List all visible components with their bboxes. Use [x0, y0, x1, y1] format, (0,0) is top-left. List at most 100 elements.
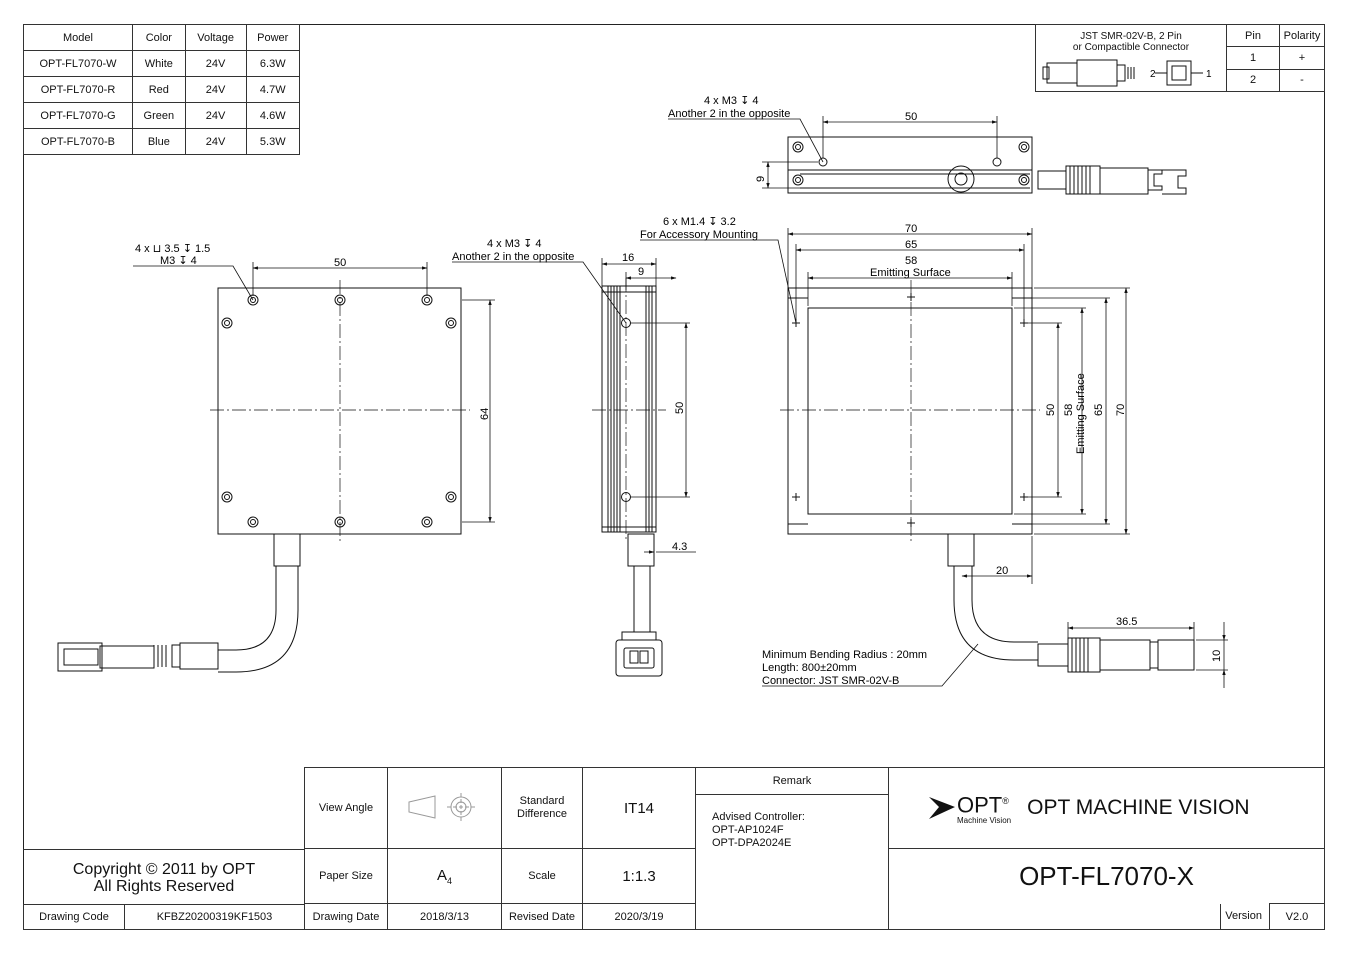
connector-title-cell: JST SMR-02V-B, 2 Pin or Compactible Conn…: [1035, 24, 1227, 92]
note-side-holes-line2: Another 2 in the opposite: [452, 251, 574, 263]
connector-icon: 2 1: [1042, 59, 1212, 87]
back-view: [57, 280, 470, 673]
scale-value: 1:1.3: [582, 848, 696, 905]
note-accessory-line2: For Accessory Mounting: [640, 229, 758, 241]
copyright-block: Copyright © 2011 by OPT All Rights Reser…: [23, 849, 305, 905]
spec-table: Model Color Voltage Power OPT-FL7070-W W…: [23, 24, 300, 155]
revised-date-label: Revised Date: [501, 903, 583, 930]
version-value: V2.0: [1269, 903, 1325, 930]
remark-cell: Remark Advised Controller: OPT-AP1024F O…: [695, 767, 889, 930]
logo-subtext: Machine Vision: [957, 815, 1012, 825]
connector-pin1-label: 1: [1206, 69, 1212, 80]
version-label: Version: [1220, 903, 1266, 929]
dim-front-v65: 65: [1093, 404, 1105, 416]
dim-front-20: 20: [996, 565, 1008, 577]
front-view-accessory-holes: [792, 293, 1028, 527]
view-angle-label: View Angle: [304, 766, 388, 850]
side-view: [592, 278, 666, 677]
version-spacer: Version: [888, 903, 1270, 930]
opt-logo-icon: [929, 797, 955, 820]
note-back-holes-line1: 4 x ⊔ 3.5 ↧ 1.5: [135, 243, 210, 255]
drawing-date-value: 2018/3/13: [387, 903, 502, 930]
drawing-frame: [23, 24, 1325, 930]
remark-line2: OPT-AP1024F: [712, 824, 784, 836]
cell: Blue: [132, 128, 186, 155]
drawing-code-table: Drawing Code KFBZ20200319KF1503: [23, 904, 305, 930]
paper-size-value-cell: A4: [387, 848, 502, 905]
dim-front-v50: 50: [1045, 404, 1057, 416]
label-emitting-surface: Emitting Surface: [870, 267, 951, 279]
note-top-holes-line2: Another 2 in the opposite: [668, 108, 790, 120]
dim-front-65: 65: [905, 239, 917, 251]
pin-2-polarity: -: [1279, 68, 1325, 93]
dim-back-width: 50: [334, 257, 346, 269]
header-voltage: Voltage: [184, 24, 247, 51]
dim-front-70: 70: [905, 223, 917, 235]
cell: OPT-FL7070-G: [23, 102, 133, 129]
note-length: Length: 800±20mm: [762, 662, 857, 674]
label-emitting-surface-vertical: Emitting Surface: [1075, 373, 1087, 454]
logo-registered: ®: [1002, 796, 1009, 807]
dim-side-50: 50: [674, 402, 686, 414]
dim-top-9: 9: [755, 176, 767, 182]
technical-drawing: 50 64 4 x ⊔ 3.5 ↧ 1.5 M3 ↧ 4 16 9 50 4.3…: [57, 95, 1228, 688]
connector-title-line1: JST SMR-02V-B, 2 Pin: [1080, 31, 1182, 42]
polarity-header: Polarity: [1279, 23, 1325, 48]
connector-title-line2: or Compactible Connector: [1072, 42, 1190, 53]
remark-line1: Advised Controller:: [712, 811, 805, 823]
back-view-cable: [57, 533, 301, 673]
cell: 24V: [184, 76, 247, 103]
cell: OPT-FL7070-B: [23, 128, 133, 155]
cell: 5.3W: [245, 128, 300, 155]
table-row: OPT-FL7070-G Green 24V 4.6W: [23, 102, 300, 129]
front-view: [780, 280, 1195, 673]
drawing-date-label: Drawing Date: [304, 903, 388, 930]
logo-text: OPT: [957, 792, 1003, 818]
side-view-dims: [452, 258, 696, 554]
drawing-code-label: Drawing Code: [23, 904, 125, 930]
dim-side-9: 9: [638, 266, 644, 278]
dim-front-58: 58: [905, 255, 917, 267]
copyright-line2: All Rights Reserved: [93, 878, 235, 895]
header-color: Color: [132, 24, 186, 51]
paper-size-value: A: [436, 866, 447, 884]
cell: Green: [132, 102, 186, 129]
paper-size-sub: 4: [447, 875, 453, 886]
projection-symbol-icon: [408, 792, 475, 821]
standard-difference-value: IT14: [582, 766, 696, 850]
remark-line3: OPT-DPA2024E: [712, 837, 792, 849]
note-side-holes-line1: 4 x M3 ↧ 4: [487, 238, 541, 250]
copyright-line1: Copyright © 2011 by OPT: [72, 861, 256, 878]
dim-top-50: 50: [905, 111, 917, 123]
view-angle-symbol-cell: [387, 766, 502, 850]
dim-connector-10: 10: [1211, 650, 1223, 662]
dim-connector-36.5: 36.5: [1116, 616, 1137, 628]
connector-table: JST SMR-02V-B, 2 Pin or Compactible Conn…: [1035, 23, 1325, 93]
spec-table-header: Model Color Voltage Power: [23, 24, 300, 51]
table-row: OPT-FL7070-W White 24V 6.3W: [23, 50, 300, 77]
top-view-dims: [668, 116, 998, 189]
cell: 24V: [184, 50, 247, 77]
cell: OPT-FL7070-R: [23, 76, 133, 103]
back-view-screws: [221, 294, 457, 528]
top-view: [787, 136, 1187, 195]
dim-front-v70: 70: [1115, 404, 1127, 416]
cell: 24V: [184, 128, 247, 155]
dim-back-height: 64: [479, 408, 491, 420]
model-number: OPT-FL7070-X: [888, 848, 1325, 904]
paper-size-label: Paper Size: [304, 848, 388, 905]
drawing-code-value: KFBZ20200319KF1503: [124, 904, 305, 930]
company-name: OPT MACHINE VISION: [1027, 796, 1250, 820]
note-accessory-line1: 6 x M1.4 ↧ 3.2: [663, 216, 736, 228]
scale-label: Scale: [501, 848, 583, 905]
table-row: OPT-FL7070-R Red 24V 4.7W: [23, 76, 300, 103]
connector-pin2-label: 2: [1150, 69, 1156, 80]
note-connector: Connector: JST SMR-02V-B: [762, 675, 899, 687]
title-block: View Angle Standard Difference IT14 Rema…: [304, 766, 1325, 930]
note-bending-radius: Minimum Bending Radius : 20mm: [762, 649, 927, 661]
cell: 24V: [184, 102, 247, 129]
standard-difference-label: Standard Difference: [501, 766, 583, 850]
dim-front-v58: 58: [1063, 404, 1075, 416]
dim-side-16: 16: [622, 252, 634, 264]
remark-label: Remark: [696, 768, 888, 795]
